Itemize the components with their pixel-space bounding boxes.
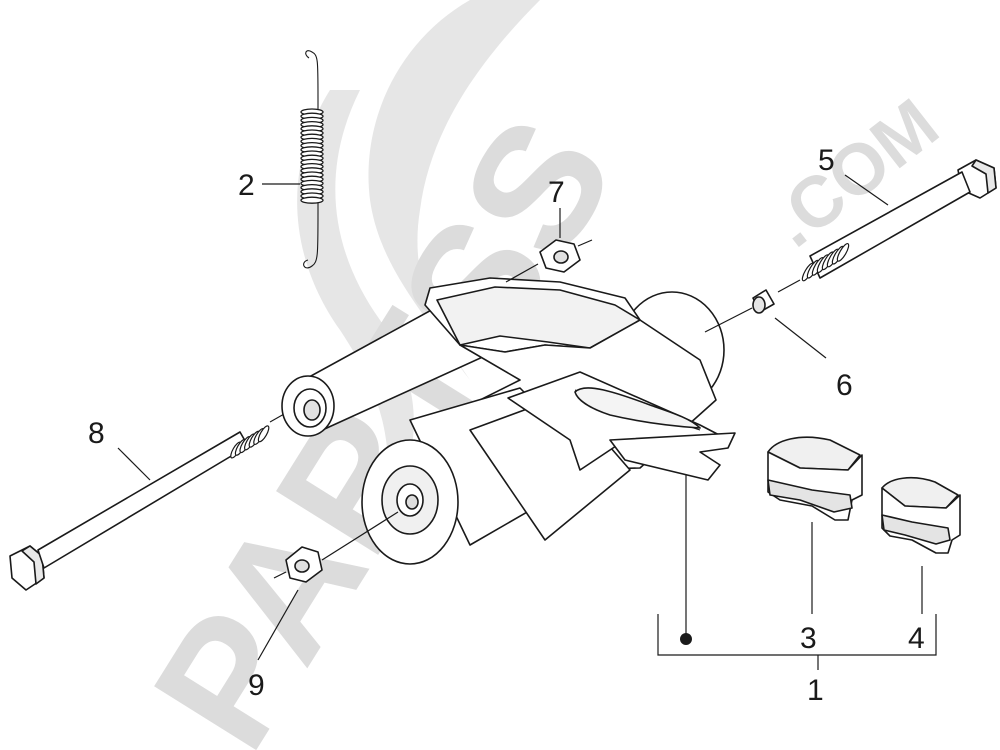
- swing-arm-body: [281, 277, 736, 565]
- callout-1: 1: [807, 674, 824, 707]
- spacer-part-6: [704, 289, 775, 333]
- long-bolt-part-8: [9, 404, 301, 591]
- spring-coil: [300, 196, 324, 204]
- spring-coils: [300, 108, 324, 204]
- watermark-swoosh-lower: [297, 90, 414, 520]
- bolt5-thread-ring: [836, 243, 850, 262]
- bolt5-thread: [801, 243, 850, 282]
- callout-9: 9: [248, 669, 265, 702]
- reference-dot: [680, 633, 692, 645]
- leader-lines: [117, 174, 937, 670]
- callout-numbers: 1 2 3 4 5 6 7 8 9: [88, 144, 925, 707]
- callout-5: 5: [818, 144, 835, 177]
- bolt-part-5: [777, 159, 997, 293]
- bumper-part-3: [767, 436, 863, 521]
- watermark-swoosh-upper: [368, 0, 540, 380]
- spring-part-2: [300, 50, 324, 269]
- callout-2: 2: [238, 169, 255, 202]
- callout-8: 8: [88, 417, 105, 450]
- bolt8-thread: [230, 425, 270, 459]
- callout-3: 3: [800, 622, 817, 655]
- callout-7: 7: [548, 176, 565, 209]
- group-bracket: [657, 614, 937, 656]
- nut-part-9: [273, 511, 399, 583]
- callout-4: 4: [908, 622, 925, 655]
- bumper-part-4: [881, 476, 961, 554]
- bolt8-thread-ring: [257, 425, 270, 443]
- nut-part-7: [505, 239, 593, 283]
- callout-6: 6: [836, 369, 853, 402]
